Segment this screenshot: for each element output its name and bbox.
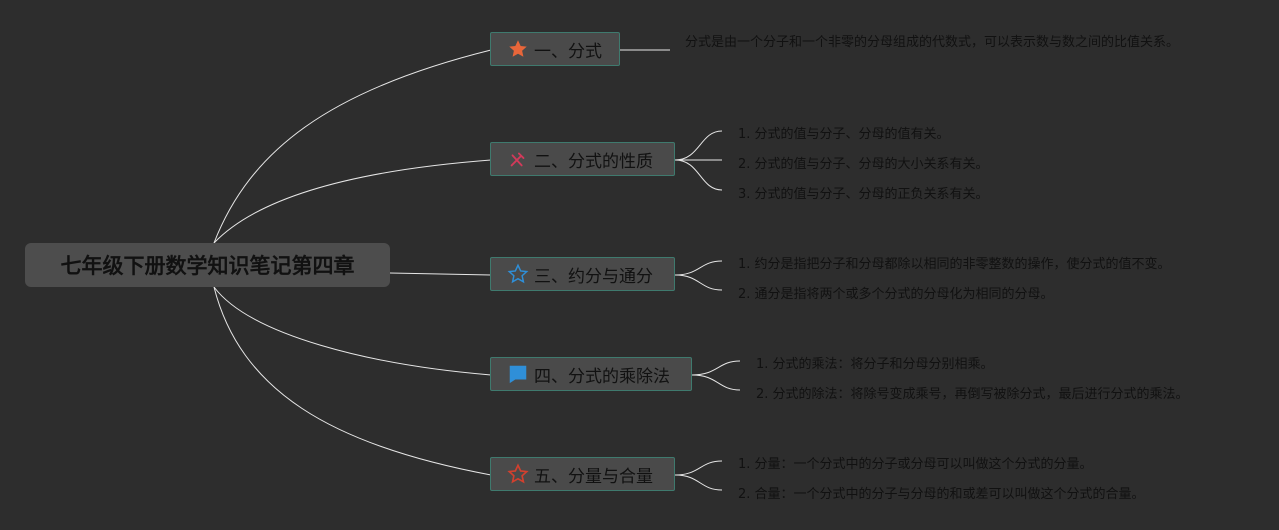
leaf-item[interactable]: 1. 分式的值与分子、分母的值有关。 [738,127,950,142]
root-to-topic-3-line [389,272,492,276]
topic-5-leaf-lines [674,460,723,491]
topic-label: 五、分量与合量 [534,466,653,487]
flag-icon [507,363,529,385]
root-to-topic-1-line [213,49,492,244]
leaf-item[interactable]: 2. 分式的除法：将除号变成乘号，再倒写被除分式，最后进行分式的乘法。 [756,387,1189,402]
topic-label: 一、分式 [534,41,602,62]
topic-label: 三、约分与通分 [534,266,653,287]
topic-3-leaf-lines [674,260,723,291]
root-to-topic-4-line [213,286,492,376]
leaf-item[interactable]: 1. 约分是指把分子和分母都除以相同的非零整数的操作，使分式的值不变。 [738,257,1171,272]
topic-fraction[interactable]: 一、分式 [490,32,620,66]
leaf-item[interactable]: 2. 分式的值与分子、分母的大小关系有关。 [738,157,989,172]
star-outline-icon [507,463,529,485]
leaf-item[interactable]: 2. 合量：一个分式中的分子与分母的和或差可以叫做这个分式的合量。 [738,487,1145,502]
star-filled-icon [507,38,529,60]
root-to-topic-5-line [213,286,492,476]
root-topic[interactable]: 七年级下册数学知识笔记第四章 [25,243,390,287]
leaf-item[interactable]: 1. 分量：一个分式中的分子或分母可以叫做这个分式的分量。 [738,457,1093,472]
leaf-item[interactable]: 3. 分式的值与分子、分母的正负关系有关。 [738,187,989,202]
topic-component-composite[interactable]: 五、分量与合量 [490,457,675,491]
topic-label: 四、分式的乘除法 [534,366,670,387]
root-to-topic-2-line [213,159,492,244]
leaf-item[interactable]: 分式是由一个分子和一个非零的分母组成的代数式，可以表示数与数之间的比值关系。 [685,35,1180,50]
tools-icon [507,148,529,170]
topic-multiplication-division[interactable]: 四、分式的乘除法 [490,357,692,391]
topic-2-leaf-lines [674,130,723,191]
leaf-item[interactable]: 1. 分式的乘法：将分子和分母分别相乘。 [756,357,994,372]
topic-fraction-properties[interactable]: 二、分式的性质 [490,142,675,176]
root-title: 七年级下册数学知识笔记第四章 [60,254,355,278]
leaf-item[interactable]: 2. 通分是指将两个或多个分式的分母化为相同的分母。 [738,287,1054,302]
topic-4-leaf-lines [691,360,741,391]
topic-reduction-common-denominator[interactable]: 三、约分与通分 [490,257,675,291]
topic-label: 二、分式的性质 [534,151,653,172]
star-outline-icon [507,263,529,285]
